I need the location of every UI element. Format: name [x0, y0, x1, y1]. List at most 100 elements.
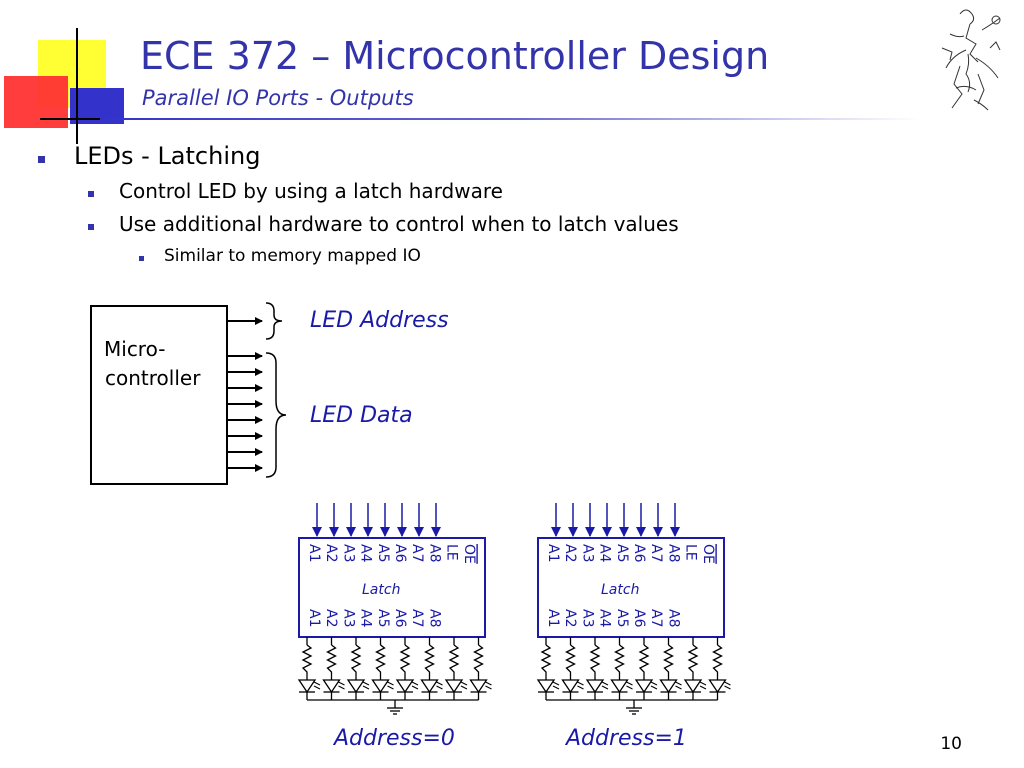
- latch-output-pin-label: A6: [392, 609, 408, 628]
- latch-caption-address-1: Address=1: [566, 726, 687, 751]
- led-diode: [297, 679, 317, 694]
- resistor: [301, 644, 313, 680]
- latch-output-pin-label: A8: [665, 609, 681, 627]
- latch-output-pin-label: A2: [323, 609, 339, 627]
- led-diode: [444, 679, 464, 694]
- latch-caption-address-0: Address=0: [334, 726, 455, 751]
- led-diode: [708, 679, 727, 694]
- mcu-label-line1: Micro-: [104, 337, 166, 361]
- latch-input-pin-label: A1: [306, 544, 322, 562]
- led-diode: [536, 679, 556, 694]
- resistor: [540, 644, 552, 680]
- latch-output-pin-label: A4: [597, 609, 613, 628]
- resistor: [614, 644, 625, 680]
- address-brace: [265, 302, 283, 340]
- bullet-marker: [88, 224, 94, 230]
- latch-input-pin-label: A6: [631, 544, 647, 563]
- latch-input-pin-label: A2: [323, 544, 339, 562]
- latch-input-pin-label: A7: [648, 544, 664, 562]
- latch-input-pin-label: A5: [375, 544, 391, 562]
- bullet-marker: [88, 191, 94, 197]
- latch-output-pin-label: A4: [358, 609, 374, 628]
- logo-horizontal-line: [40, 118, 130, 120]
- latch-output-pin-label: A1: [545, 609, 561, 627]
- latch-input-pin-label: A7: [409, 544, 425, 562]
- latch-input-pin-label: OE: [700, 544, 716, 564]
- slide-title: ECE 372 – Microcontroller Design: [140, 34, 770, 78]
- resistor: [326, 644, 337, 680]
- bullet-additional-hardware: Use additional hardware to control when …: [119, 212, 679, 236]
- latch-label: Latch: [362, 582, 400, 598]
- bullet-marker: [38, 156, 45, 163]
- title-underline: [100, 118, 920, 120]
- page-number: 10: [940, 734, 962, 754]
- latch-input-pin-label: A4: [597, 544, 613, 563]
- logo-vertical-line: [76, 28, 78, 144]
- latch-output-pin-label: A7: [409, 609, 425, 627]
- latch-input-pin-label: A6: [392, 544, 408, 563]
- led-diode: [683, 679, 703, 694]
- data-line-arrows: [227, 352, 263, 472]
- latch-input-pin-label: A4: [358, 544, 374, 563]
- data-brace: [265, 352, 287, 478]
- latch-input-pin-label: A5: [614, 544, 630, 562]
- microcontroller-box: [90, 305, 228, 485]
- latch-output-pin-label: A1: [306, 609, 322, 627]
- resistor: [687, 644, 699, 680]
- led-diode: [634, 679, 654, 694]
- latch-output-pin-label: A6: [631, 609, 647, 628]
- latch-input-pin-label: A8: [665, 544, 681, 562]
- latch-input-pin-label: A3: [579, 544, 595, 562]
- resistor: [424, 644, 435, 680]
- led-diode: [561, 679, 580, 694]
- resistor: [565, 644, 576, 680]
- latch-input-pin-label: LE: [683, 544, 699, 561]
- resistor: [663, 644, 674, 680]
- latch-output-pin-label: A3: [579, 609, 595, 627]
- latch-input-pin-label: A2: [562, 544, 578, 562]
- led-address-label: LED Address: [310, 308, 449, 333]
- resistor: [448, 644, 460, 680]
- bullet-control-led: Control LED by using a latch hardware: [119, 179, 503, 203]
- resistor: [399, 644, 411, 680]
- latch-input-pin-label: A3: [340, 544, 356, 562]
- led-diode: [585, 679, 605, 694]
- latch-output-pin-label: A2: [562, 609, 578, 627]
- mcu-label-line2: controller: [105, 366, 201, 390]
- latch-box: [537, 537, 725, 638]
- led-diode: [371, 679, 390, 694]
- latch-output-pin-label: A3: [340, 609, 356, 627]
- bullet-leds-latching: LEDs - Latching: [74, 142, 261, 170]
- resistor: [712, 644, 723, 680]
- latch-input-pin-label: LE: [444, 544, 460, 561]
- resistor: [589, 644, 601, 680]
- led-diode: [610, 679, 629, 694]
- latch-output-pin-label: A7: [648, 609, 664, 627]
- latch-label: Latch: [601, 582, 639, 598]
- resistor: [473, 644, 484, 680]
- bullet-marker: [139, 256, 144, 261]
- resistor: [638, 644, 650, 680]
- latch-input-pin-label: A8: [426, 544, 442, 562]
- led-diode: [469, 679, 488, 694]
- latch-output-pin-label: A8: [426, 609, 442, 627]
- led-data-label: LED Data: [310, 403, 413, 428]
- latch-output-pin-label: A5: [375, 609, 391, 627]
- latch-input-pin-label: OE: [461, 544, 477, 564]
- sketch-illustration: [941, 9, 1001, 111]
- led-diode: [395, 679, 415, 694]
- led-diode: [420, 679, 439, 694]
- latch-box: [298, 537, 486, 638]
- led-diode: [659, 679, 678, 694]
- led-diode: [322, 679, 341, 694]
- bullet-memory-mapped: Similar to memory mapped IO: [164, 246, 421, 266]
- latch-output-pin-label: A5: [614, 609, 630, 627]
- latch-input-pin-label: A1: [545, 544, 561, 562]
- resistor: [375, 644, 386, 680]
- slide-subtitle: Parallel IO Ports - Outputs: [142, 86, 414, 110]
- resistor: [350, 644, 362, 680]
